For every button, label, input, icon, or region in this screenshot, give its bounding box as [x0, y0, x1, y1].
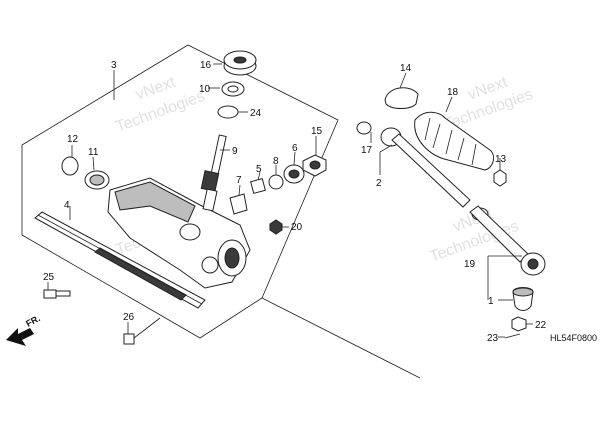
tie-rod-2 — [356, 121, 489, 221]
seal-16 — [223, 50, 257, 76]
band-14 — [384, 87, 419, 109]
tie-rod-end-19 — [469, 205, 546, 276]
watermark-upper: vNext Technologies — [114, 74, 208, 136]
o-ring-8 — [268, 174, 284, 190]
callout-13: 13 — [495, 154, 507, 165]
snap-ring-24 — [217, 105, 239, 119]
boot-1 — [512, 287, 534, 311]
callout-26: 26 — [123, 312, 135, 323]
bolt-26 — [123, 317, 161, 345]
callout-15: 15 — [311, 126, 323, 137]
callout-1: 1 — [488, 296, 494, 307]
callout-10: 10 — [199, 84, 211, 95]
watermark-right: vNext Technologies — [442, 74, 536, 134]
callout-16: 16 — [200, 60, 212, 71]
callout-3: 3 — [111, 60, 117, 71]
pinion-shaft — [200, 134, 227, 212]
callout-2: 2 — [376, 178, 382, 189]
front-label: FR. — [24, 313, 41, 329]
bearing-10 — [221, 81, 245, 97]
assembly-leader-right — [261, 297, 421, 379]
cotter-pin-23 — [504, 333, 521, 339]
leader-lines — [47, 63, 533, 338]
callout-20: 20 — [291, 222, 303, 233]
lock-nut-15 — [302, 154, 327, 177]
callout-24: 24 — [250, 108, 262, 119]
rack-bar — [34, 211, 206, 309]
rack-guide-7 — [229, 193, 248, 215]
callout-25: 25 — [43, 272, 55, 283]
diagram-code: HL54F0800 — [550, 333, 597, 343]
callout-23: 23 — [487, 333, 499, 344]
front-direction-arrow: FR. — [6, 313, 42, 346]
bolt-25 — [43, 289, 71, 299]
callout-5: 5 — [256, 164, 262, 175]
callout-18: 18 — [447, 87, 459, 98]
callout-8: 8 — [273, 156, 279, 167]
nut-20 — [269, 219, 283, 235]
band-13 — [493, 169, 507, 187]
callout-22: 22 — [535, 320, 547, 331]
callout-labels: 3 16 10 24 9 12 11 4 7 5 8 6 15 20 25 26… — [43, 60, 547, 344]
ring-12 — [61, 156, 79, 176]
callout-4: 4 — [64, 200, 70, 211]
rack-housing — [107, 177, 251, 289]
callout-17: 17 — [361, 145, 373, 156]
callout-9: 9 — [232, 146, 238, 157]
adjust-screw-6 — [283, 164, 305, 184]
spring-5 — [250, 178, 266, 194]
callout-12: 12 — [67, 134, 79, 145]
callout-14: 14 — [400, 63, 412, 74]
bushing-11 — [84, 170, 110, 190]
callout-11: 11 — [88, 147, 99, 158]
nut-22 — [511, 316, 527, 332]
boot-18 — [414, 111, 495, 171]
callout-7: 7 — [236, 175, 242, 186]
callout-6: 6 — [292, 143, 298, 154]
callout-19: 19 — [464, 259, 476, 270]
